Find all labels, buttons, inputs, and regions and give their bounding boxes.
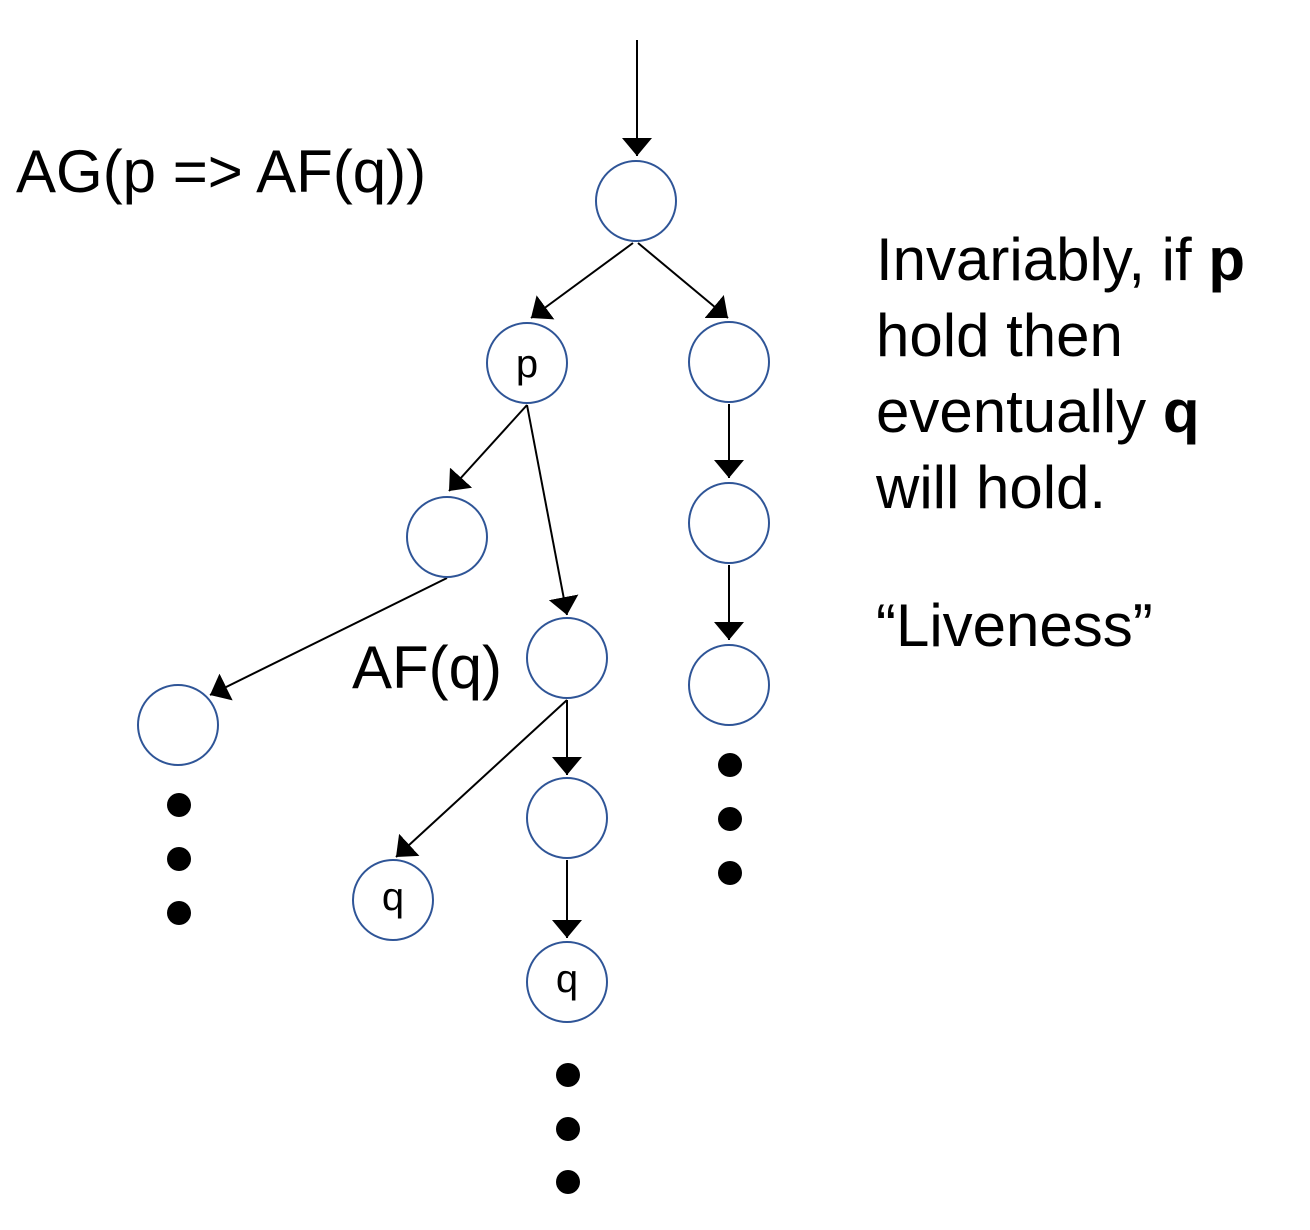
- state-node-p: [486, 322, 568, 404]
- edge-root-to-p: [530, 242, 634, 320]
- continuation-dot: [167, 793, 191, 817]
- node-label-q-bottom: q: [556, 957, 578, 1001]
- continuation-dot: [167, 901, 191, 925]
- ctl-formula: AG(p => AF(q)): [16, 138, 427, 205]
- state-node-left-bottom: [137, 684, 219, 766]
- state-node-right-2: [688, 482, 770, 564]
- description-text: Invariably, if p hold then eventually q …: [876, 222, 1245, 526]
- continuation-dot: [167, 847, 191, 871]
- continuation-dot: [556, 1170, 580, 1194]
- edge-p-to-left: [448, 404, 528, 492]
- liveness-label: “Liveness”: [876, 592, 1153, 659]
- state-node-af: [526, 617, 608, 699]
- state-node-root: [595, 160, 677, 242]
- continuation-dot: [718, 753, 742, 777]
- edge-left-to-leftbottom: [209, 577, 448, 701]
- description-line-1: Invariably, if p: [876, 226, 1245, 293]
- var-p: p: [1208, 226, 1245, 293]
- var-q: q: [1162, 378, 1200, 445]
- state-node-left: [406, 496, 488, 578]
- continuation-dot: [556, 1117, 580, 1141]
- continuation-dot: [718, 807, 742, 831]
- node-label-q-left: q: [382, 875, 404, 919]
- subformula-label: AF(q): [352, 634, 502, 701]
- continuation-dot: [718, 861, 742, 885]
- edge-af-to-q: [395, 699, 568, 858]
- state-node-q-bottom: [526, 941, 608, 1023]
- state-node-q-left: [352, 859, 434, 941]
- node-label-p: p: [516, 342, 538, 386]
- description-line-2: hold then: [876, 302, 1123, 369]
- edge-root-to-right: [637, 242, 729, 319]
- edge-p-to-af: [526, 404, 579, 616]
- state-node-right-3: [688, 644, 770, 726]
- state-node-right-1: [688, 321, 770, 403]
- description-line-4: will hold.: [876, 454, 1107, 521]
- state-node-mid: [526, 777, 608, 859]
- description-line-3: eventually q: [876, 378, 1200, 445]
- continuation-dot: [556, 1063, 580, 1087]
